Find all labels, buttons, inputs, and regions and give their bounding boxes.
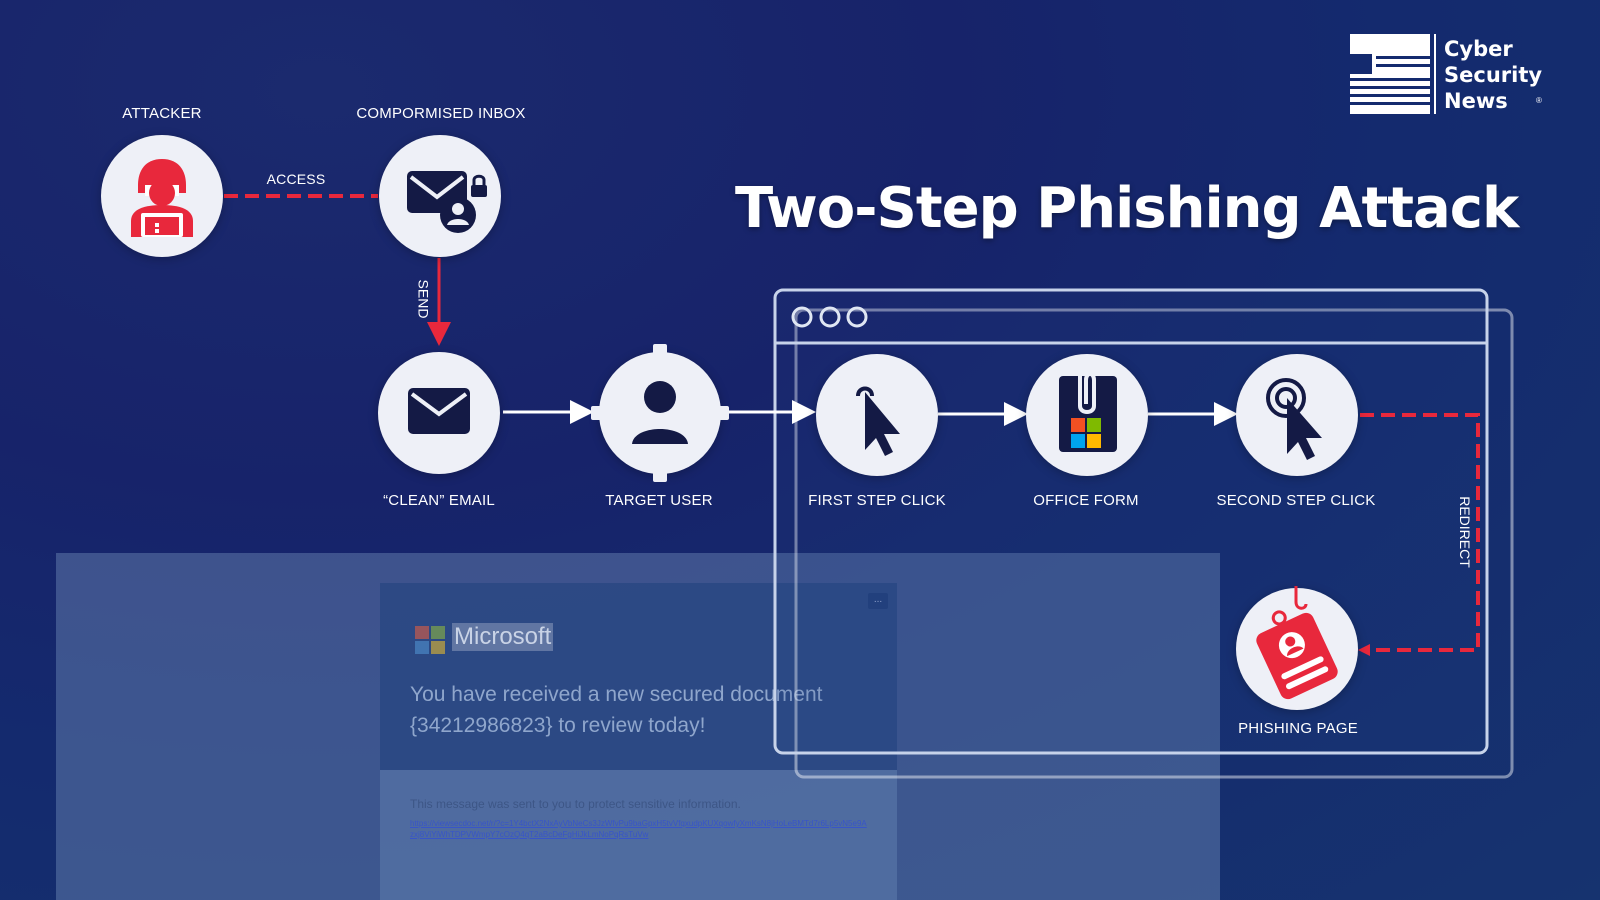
window-dot-close[interactable]: [791, 306, 813, 328]
hacker-icon: [131, 159, 193, 237]
redirect-label: REDIRECT: [1456, 496, 1473, 568]
office-form-node: [1026, 354, 1148, 476]
envelope-icon: [408, 388, 470, 434]
clean-email-node: [378, 352, 500, 474]
office-form-label: OFFICE FORM: [1033, 492, 1139, 509]
second-step-click-label: SECOND STEP CLICK: [1216, 492, 1376, 509]
email-logo-text: Microsoft: [452, 623, 554, 651]
brand-line-3: News: [1444, 89, 1508, 113]
target-user-node: [591, 344, 729, 482]
office-document-icon: [1059, 372, 1117, 452]
redirect-connector: [1360, 413, 1480, 652]
inbox-lock-icon: [407, 171, 487, 233]
target-user-label: TARGET USER: [605, 492, 713, 509]
cursor-target-icon: [1266, 378, 1322, 460]
email-menu-button[interactable]: ...: [868, 593, 888, 609]
send-label: SEND: [415, 279, 432, 319]
user-target-icon: [591, 344, 729, 482]
clean-email-label: “CLEAN” EMAIL: [383, 492, 495, 509]
window-dot-maximize[interactable]: [846, 306, 868, 328]
attacker-label: ATTACKER: [122, 105, 202, 122]
email-headline: You have received a new secured document…: [410, 683, 823, 737]
second-step-click-node: [1236, 354, 1358, 476]
phishing-page-label: PHISHING PAGE: [1238, 720, 1358, 737]
phishing-page-node: [1236, 586, 1358, 710]
window-controls[interactable]: [790, 305, 870, 329]
access-label: ACCESS: [266, 171, 326, 187]
email-card-header: [380, 583, 897, 770]
email-link[interactable]: https://viewsecdoc.net/r/?c=1Y4bctX2NxAy…: [410, 819, 867, 839]
compromised-inbox-node: [379, 135, 501, 257]
first-step-click-node: [816, 354, 938, 476]
microsoft-logo-icon: [415, 626, 445, 654]
phishing-hook-icon: [1256, 586, 1338, 700]
first-step-click-label: FIRST STEP CLICK: [808, 492, 946, 509]
email-note: This message was sent to you to protect …: [410, 797, 741, 811]
brand-line-2: Security: [1444, 63, 1543, 87]
page-title: Two-Step Phishing Attack: [735, 176, 1519, 241]
attacker-node: [101, 135, 223, 257]
registered-mark: ®: [1536, 96, 1542, 105]
brand-line-1: Cyber: [1444, 37, 1513, 61]
cyber-security-news-logo-icon: [1350, 34, 1436, 114]
compromised-inbox-label: COMPORMISED INBOX: [356, 105, 526, 122]
window-dot-minimize[interactable]: [819, 306, 841, 328]
cursor-click-icon: [856, 386, 900, 456]
